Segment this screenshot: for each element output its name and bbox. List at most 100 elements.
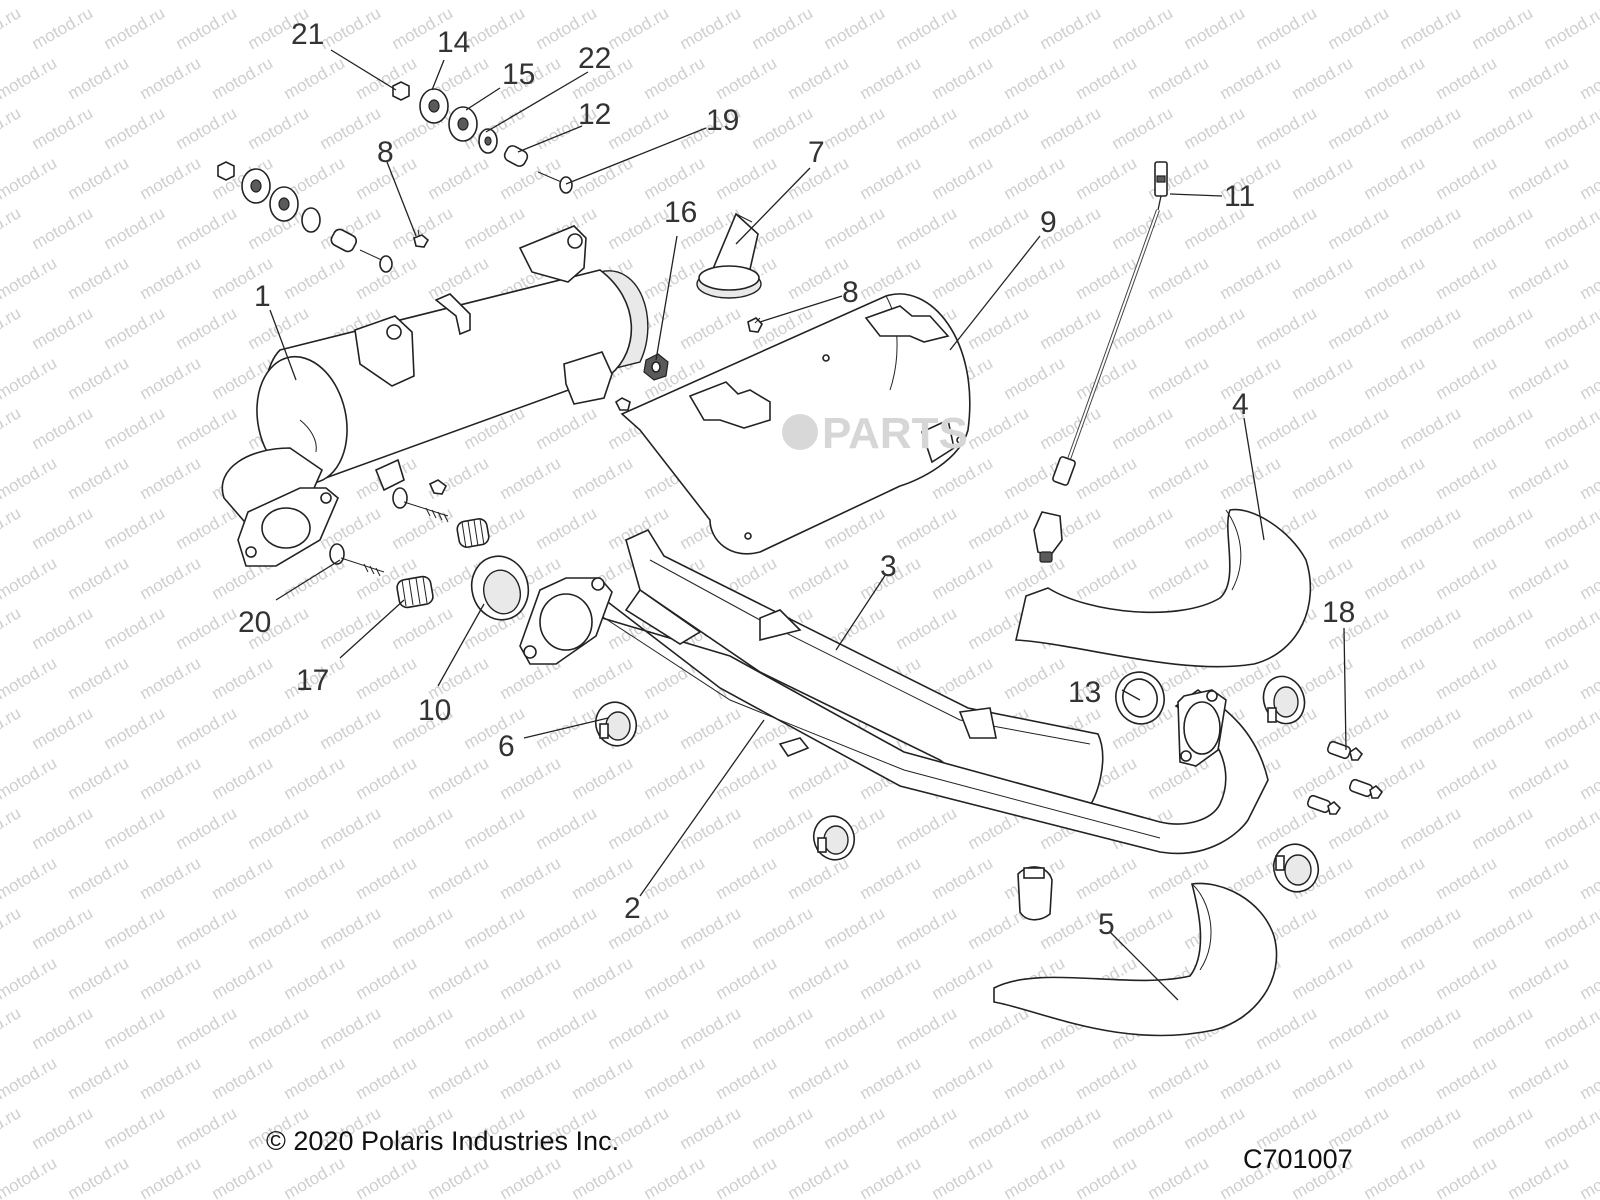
watermark-text: motod.ru [1541,603,1600,653]
watermark-text: motod.ru [101,903,169,953]
watermark-text: motod.ru [749,203,817,253]
watermark-text: motod.ru [1577,253,1600,303]
watermark-text: motod.ru [1577,1153,1600,1200]
watermark-text: motod.ru [137,0,205,3]
watermark-text: motod.ru [137,53,205,103]
callout-10: 10 [418,694,451,727]
watermark-text: motod.ru [317,703,385,753]
watermark-text: motod.ru [173,203,241,253]
watermark-text: motod.ru [641,853,709,903]
clamp-6-d [1272,843,1320,893]
watermark-text: motod.ru [1469,903,1537,953]
watermark-text: motod.ru [1361,53,1429,103]
gasket-10 [470,555,530,621]
watermark-text: motod.ru [1469,103,1537,153]
watermark-text: motod.ru [713,953,781,1003]
watermark-text: motod.ru [1145,253,1213,303]
watermark-text: motod.ru [1325,903,1393,953]
watermark-text: motod.ru [101,203,169,253]
watermark-text: motod.ru [1505,953,1573,1003]
watermark-text: motod.ru [533,803,601,853]
watermark-text: motod.ru [929,153,997,203]
watermark-text: motod.ru [713,1153,781,1200]
watermark-text: motod.ru [281,1153,349,1200]
callout-8-upper: 8 [377,136,394,169]
watermark-text: motod.ru [281,753,349,803]
watermark-text: motod.ru [1181,303,1249,353]
watermark-text: motod.ru [749,1103,817,1153]
watermark-text: motod.ru [677,303,745,353]
watermark-text: motod.ru [209,53,277,103]
mount-hardware-upper [392,81,573,194]
watermark-text: motod.ru [173,503,241,553]
watermark-text: motod.ru [0,1053,60,1103]
watermark-text: motod.ru [677,703,745,753]
watermark-text: motod.ru [1181,103,1249,153]
watermark-text: motod.ru [965,203,1033,253]
watermark-text: motod.ru [857,0,925,3]
watermark-text: motod.ru [497,1153,565,1200]
watermark-text: motod.ru [641,1053,709,1103]
watermark-text: motod.ru [281,0,349,3]
watermark-text: motod.ru [1397,903,1465,953]
watermark-text: motod.ru [1073,1153,1141,1200]
watermark-text: motod.ru [1289,53,1357,103]
watermark-text: motod.ru [1541,203,1600,253]
callout-3: 3 [880,550,897,583]
watermark-text: motod.ru [281,253,349,303]
watermark-text: motod.ru [1361,253,1429,303]
watermark-text: motod.ru [1253,403,1321,453]
watermark-text: motod.ru [425,253,493,303]
watermark-text: motod.ru [0,803,24,853]
watermark-text: motod.ru [533,403,601,453]
watermark-text: motod.ru [425,453,493,503]
watermark-text: motod.ru [101,1003,169,1053]
callout-17: 17 [296,664,329,697]
watermark-text: motod.ru [641,1153,709,1200]
watermark-text: motod.ru [137,153,205,203]
watermark-text: motod.ru [1433,253,1501,303]
watermark-text: motod.ru [857,853,925,903]
mount-hardware-lower [217,161,430,273]
callout-6: 6 [498,730,515,763]
watermark-text: motod.ru [0,853,60,903]
watermark-text: motod.ru [1325,1003,1393,1053]
watermark-text: motod.ru [0,203,24,253]
watermark-text: motod.ru [1469,603,1537,653]
gasket-13 [1115,671,1165,725]
heat-shield-9: PARTS [620,293,971,555]
watermark-text: motod.ru [1037,303,1105,353]
watermark-text: motod.ru [281,953,349,1003]
watermark-text: motod.ru [1469,3,1537,53]
watermark-text: motod.ru [1577,53,1600,103]
spring-17 [396,575,434,609]
watermark-text: motod.ru [1289,353,1357,403]
watermark-text: motod.ru [1577,153,1600,203]
watermark-text: motod.ru [137,353,205,403]
watermark-text: motod.ru [137,953,205,1003]
watermark-text: motod.ru [425,953,493,1003]
watermark-text: motod.ru [101,703,169,753]
watermark-text: motod.ru [965,403,1033,453]
watermark-text: motod.ru [1505,253,1573,303]
watermark-text: motod.ru [605,203,673,253]
watermark-text: motod.ru [29,1003,97,1053]
watermark-text: motod.ru [101,803,169,853]
watermark-text: motod.ru [0,753,60,803]
watermark-text: motod.ru [1541,3,1600,53]
bolt-8-lower [747,317,763,333]
watermark-text: motod.ru [0,603,24,653]
heat-shield-5 [993,882,1278,1037]
watermark-text: motod.ru [1469,1103,1537,1153]
watermark-text: motod.ru [65,353,133,403]
watermark-text: motod.ru [173,103,241,153]
watermark-text: motod.ru [929,1053,997,1103]
watermark-text: motod.ru [65,653,133,703]
watermark-text: motod.ru [1577,553,1600,603]
watermark-text: motod.ru [893,1103,961,1153]
watermark-text: motod.ru [1109,303,1177,353]
watermark-text: motod.ru [389,603,457,653]
watermark-text: motod.ru [209,1053,277,1103]
watermark-text: motod.ru [497,1053,565,1103]
